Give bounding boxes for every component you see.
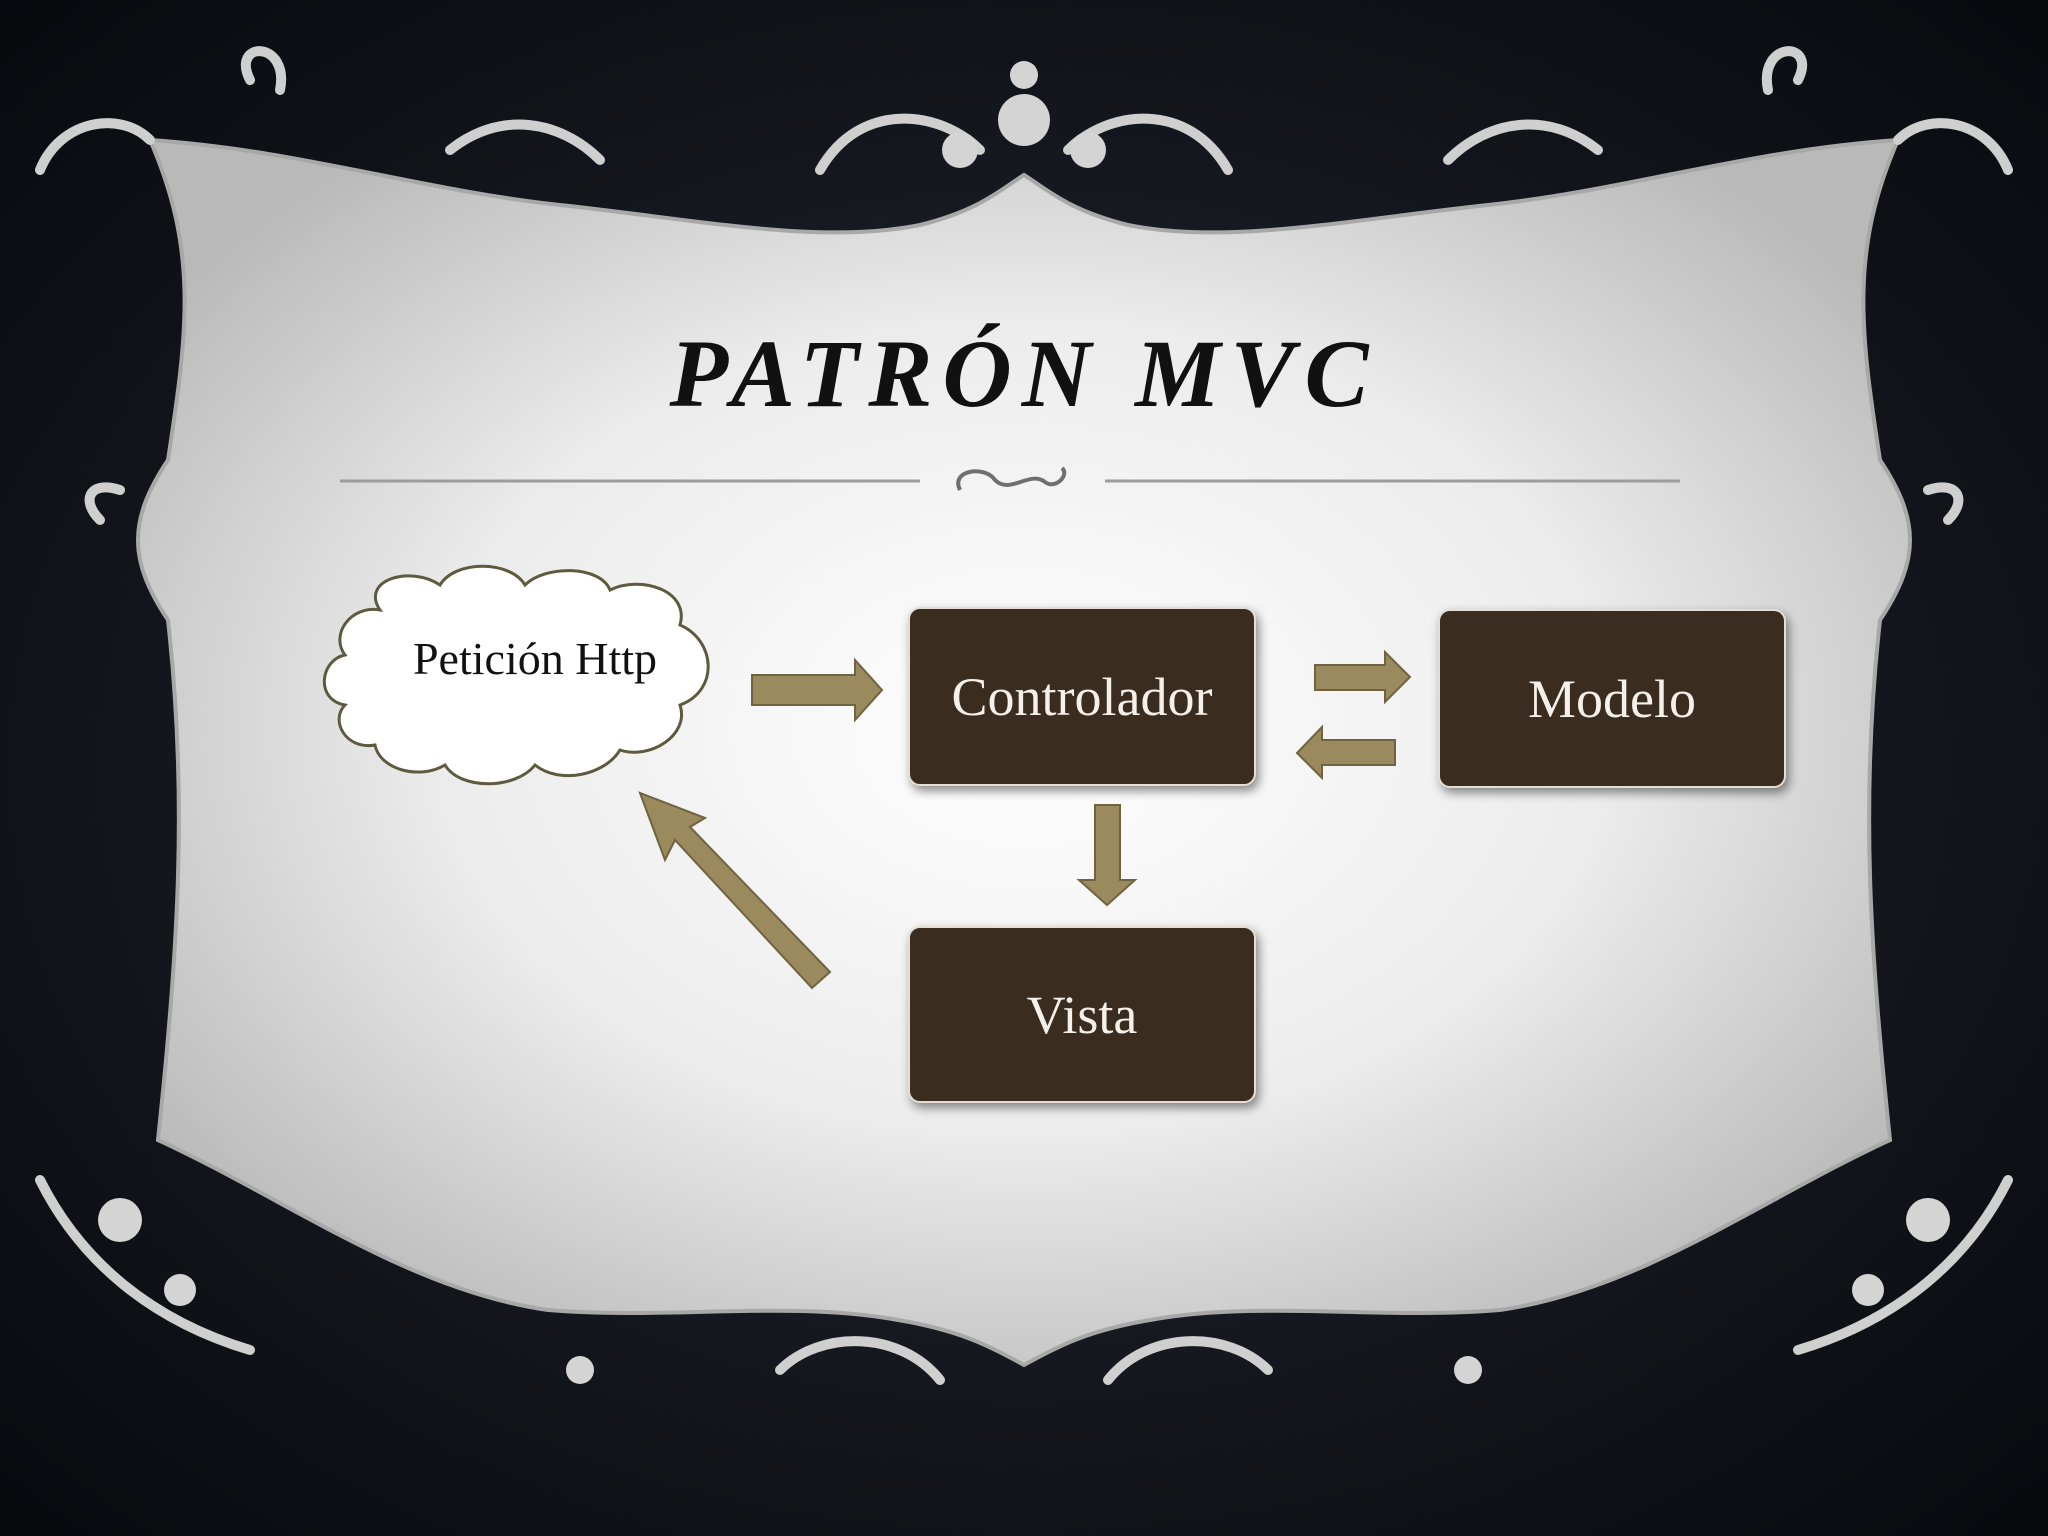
title-divider — [340, 466, 1680, 491]
arrow-controller-to-view — [1076, 804, 1138, 907]
model-node: Modelo — [1438, 609, 1786, 788]
flourish-clusters — [98, 61, 1950, 1384]
arrow-request-to-controller — [751, 657, 884, 723]
slide-title: PATRÓN MVC — [669, 320, 1379, 427]
controller-node: Controlador — [908, 607, 1256, 786]
arrow-model-to-controller — [1295, 724, 1396, 781]
scroll-ornaments — [35, 46, 2013, 1385]
http-request-cloud — [322, 564, 710, 786]
request-label: Petición Http — [412, 633, 658, 684]
arrow-view-to-request — [638, 791, 832, 990]
view-node: Vista — [908, 926, 1256, 1103]
arrow-controller-to-model — [1314, 649, 1412, 705]
arrows — [638, 649, 1412, 990]
